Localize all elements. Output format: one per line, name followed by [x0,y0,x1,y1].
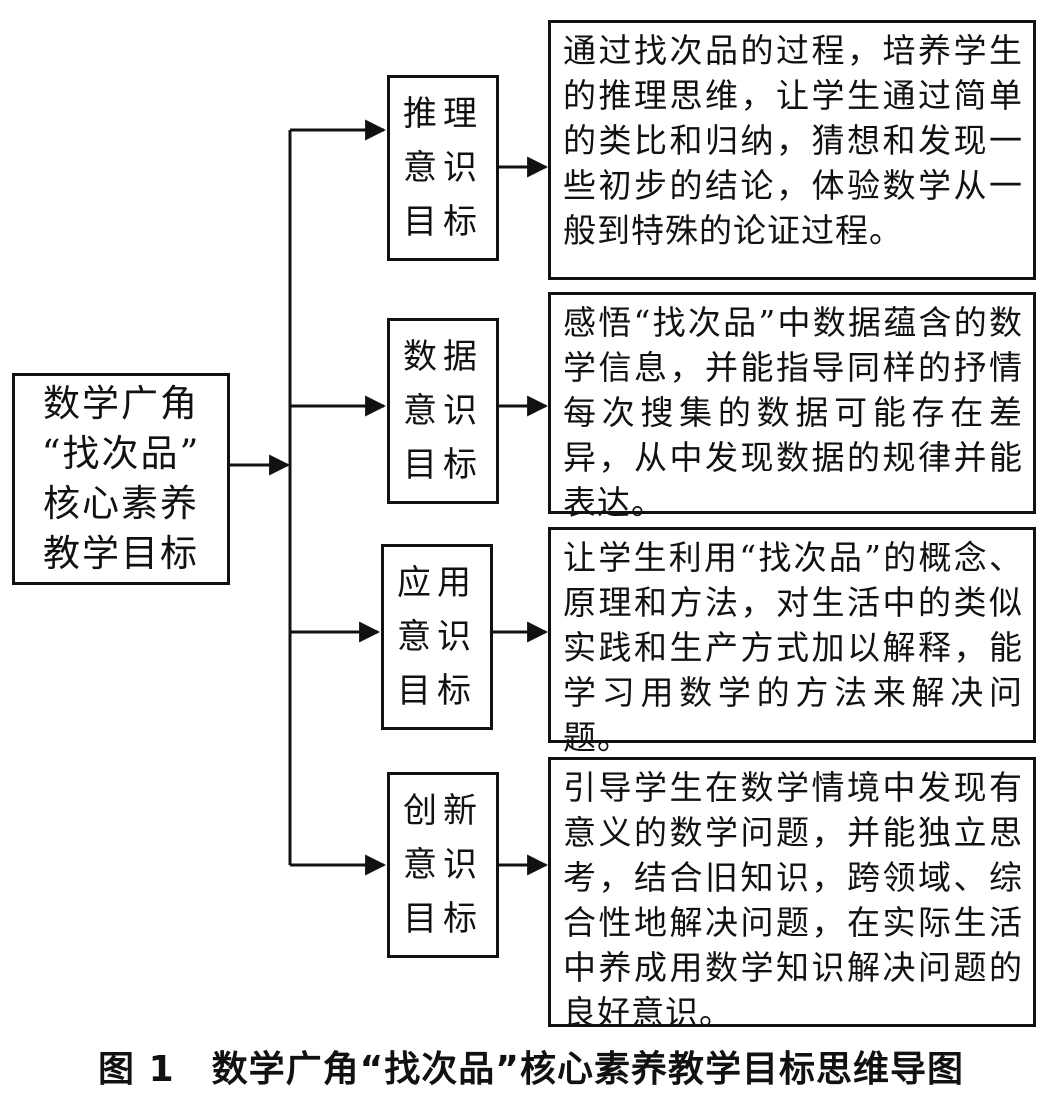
goal-name-line: 应用 [397,563,477,603]
goal-name-line: 意识 [397,617,477,657]
goal-name-line: 意识 [403,148,483,188]
goal-description-innovation: 引导学生在数学情境中发现有意义的数学问题，并能独立思考，结合旧知识，跨领域、综合… [548,757,1036,1032]
goal-name-line: 创新 [403,791,483,831]
goal-node-application: 应用 意识 目标 [381,544,493,730]
root-line: 数学广角 [43,382,199,425]
goal-node-innovation: 创新 意识 目标 [387,772,499,958]
root-line: “找次品” [41,432,201,475]
goal-name-line: 目标 [403,202,483,242]
goal-name-line: 意识 [403,845,483,885]
goal-name-line: 目标 [403,899,483,939]
goal-name-line: 目标 [403,445,483,485]
goal-name-line: 推理 [403,94,483,134]
goal-node-reasoning: 推理 意识 目标 [387,75,499,261]
goal-name-line: 目标 [397,671,477,711]
root-line: 教学目标 [43,532,199,575]
goal-node-data: 数据 意识 目标 [387,318,499,504]
root-line: 核心素养 [43,482,199,525]
root-node: 数学广角 “找次品” 核心素养 教学目标 [12,373,230,585]
goal-name-line: 意识 [403,391,483,431]
goal-description-reasoning: 通过找次品的过程，培养学生的推理思维，让学生通过简单的类比和归纳，猜想和发现一些… [548,20,1036,280]
goal-name-line: 数据 [403,337,483,377]
goal-description-application: 让学生利用“找次品”的概念、原理和方法，对生活中的类似实践和生产方式加以解释，能… [548,527,1036,757]
goal-description-data: 感悟“找次品”中数据蕴含的数学信息，并能指导同样的抒情每次搜集的数据可能存在差异… [548,292,1036,522]
figure-caption: 图 1 数学广角“找次品”核心素养教学目标思维导图 [98,1049,964,1090]
